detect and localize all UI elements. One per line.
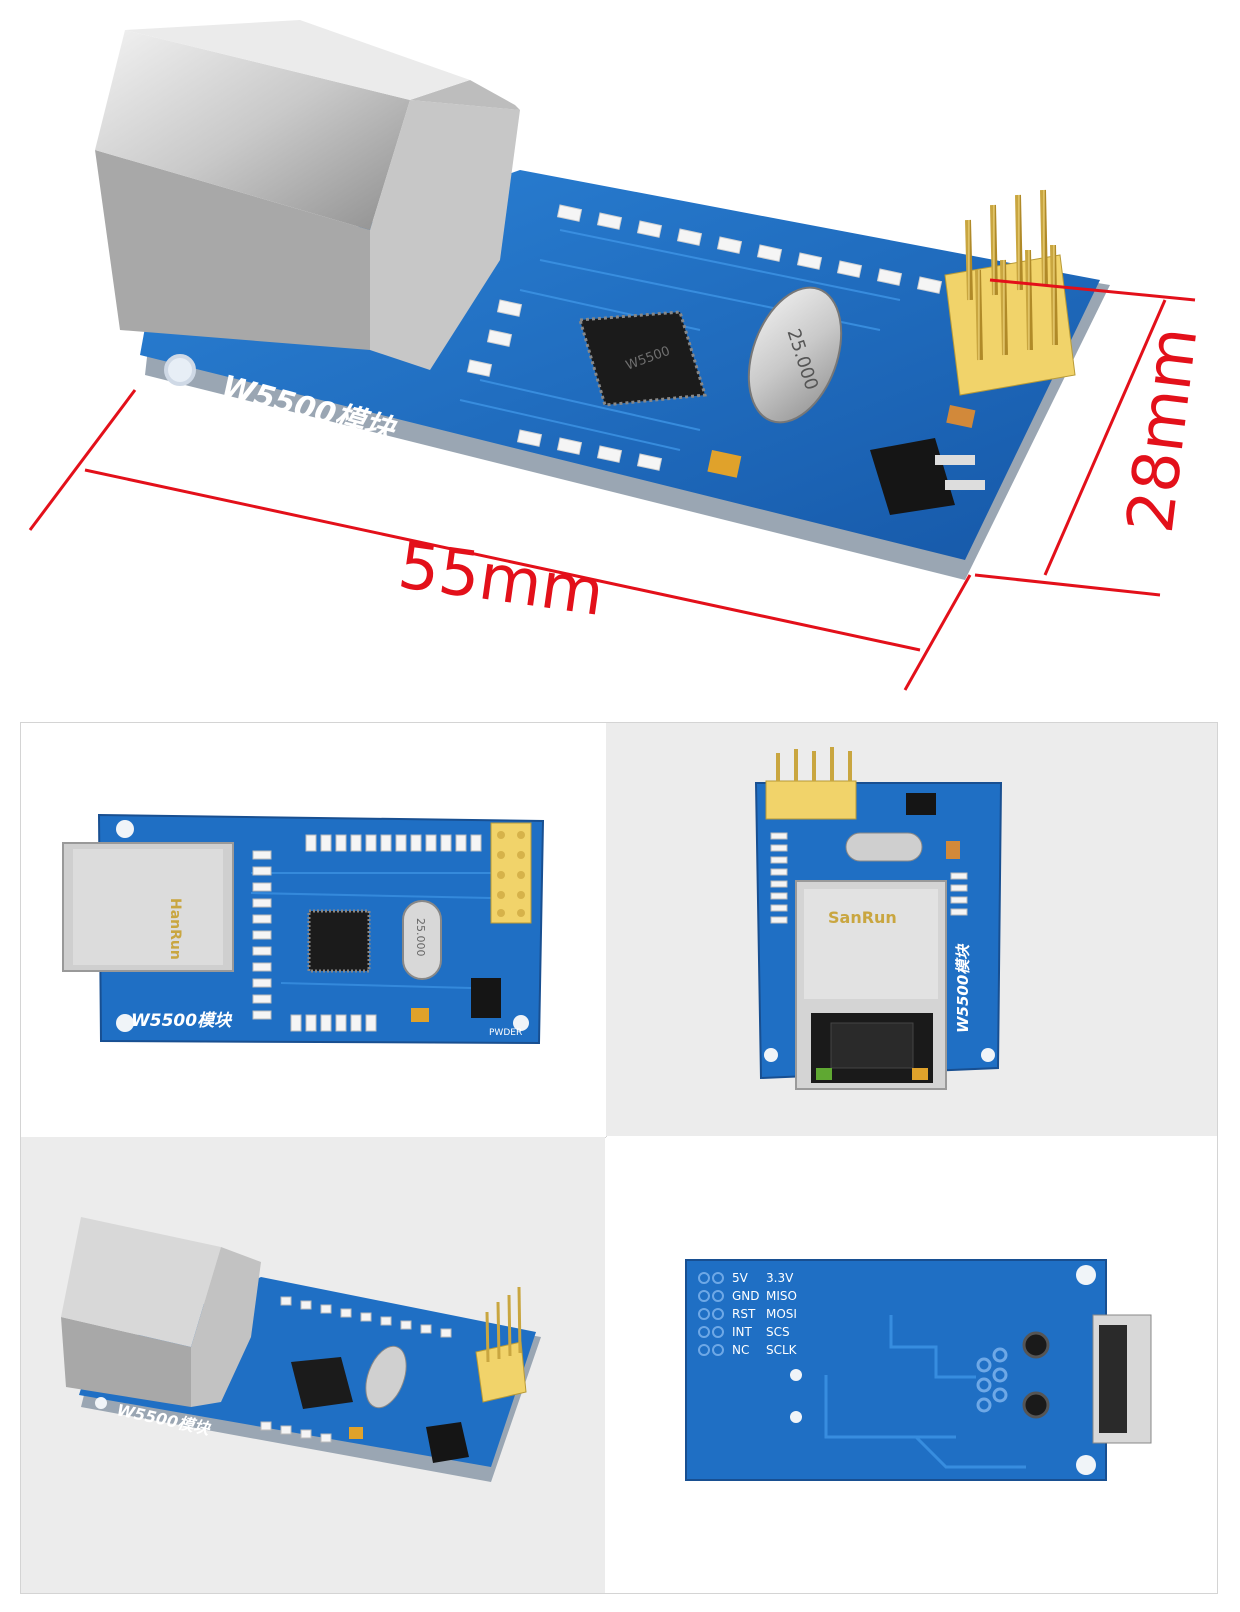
hero-board-illustration: W5500 25.000 W5500模块 bbox=[28, 20, 1196, 691]
svg-text:SanRun: SanRun bbox=[828, 908, 897, 927]
back-pin-label-left: RST bbox=[732, 1307, 756, 1321]
svg-text:HanRun: HanRun bbox=[167, 898, 183, 960]
angle-view-panel: W5500模块 bbox=[21, 1137, 605, 1593]
back-view-panel: 5V 3.3V GND MISO RST MOSI INT SCS NC SCL… bbox=[606, 1137, 1217, 1593]
back-pin-label-right: MOSI bbox=[766, 1307, 797, 1321]
back-pin-label-left: GND bbox=[732, 1289, 760, 1303]
back-pin-label-left: NC bbox=[732, 1343, 749, 1357]
top-view-panel: HanRun 25.000 W5500模块 PWDER bbox=[21, 723, 605, 1136]
back-pin-label-left: 5V bbox=[732, 1271, 749, 1285]
back-pin-label-right: SCLK bbox=[766, 1343, 798, 1357]
voltage-regulator bbox=[870, 438, 955, 515]
top-view-board: HanRun 25.000 W5500模块 PWDER bbox=[62, 813, 545, 1045]
back-pin-label-right: MISO bbox=[766, 1289, 797, 1303]
top-power-label: PWDER bbox=[489, 1028, 522, 1038]
back-pin-label-left: INT bbox=[732, 1325, 753, 1339]
end-view-panel: SanRun W5500模块 bbox=[606, 723, 1217, 1136]
top-board-label: W5500模块 bbox=[131, 1011, 233, 1031]
back-pin-label-right: 3.3V bbox=[766, 1271, 794, 1285]
crystal bbox=[747, 286, 843, 424]
hero-photo: W5500 25.000 W5500模块 55mm 28mm bbox=[0, 0, 1240, 700]
back-view-board: 5V 3.3V GND MISO RST MOSI INT SCS NC SCL… bbox=[685, 1259, 1152, 1481]
top-crystal-label: 25.000 bbox=[414, 918, 427, 957]
rj45-jack bbox=[95, 20, 520, 370]
w5500-chip bbox=[578, 310, 707, 407]
angle-view-board: W5500模块 bbox=[61, 1217, 541, 1482]
end-view-board: SanRun W5500模块 bbox=[754, 747, 1003, 1090]
end-board-label: W5500模块 bbox=[954, 943, 972, 1033]
pin-header bbox=[944, 189, 1076, 396]
back-pin-label-right: SCS bbox=[766, 1325, 790, 1339]
